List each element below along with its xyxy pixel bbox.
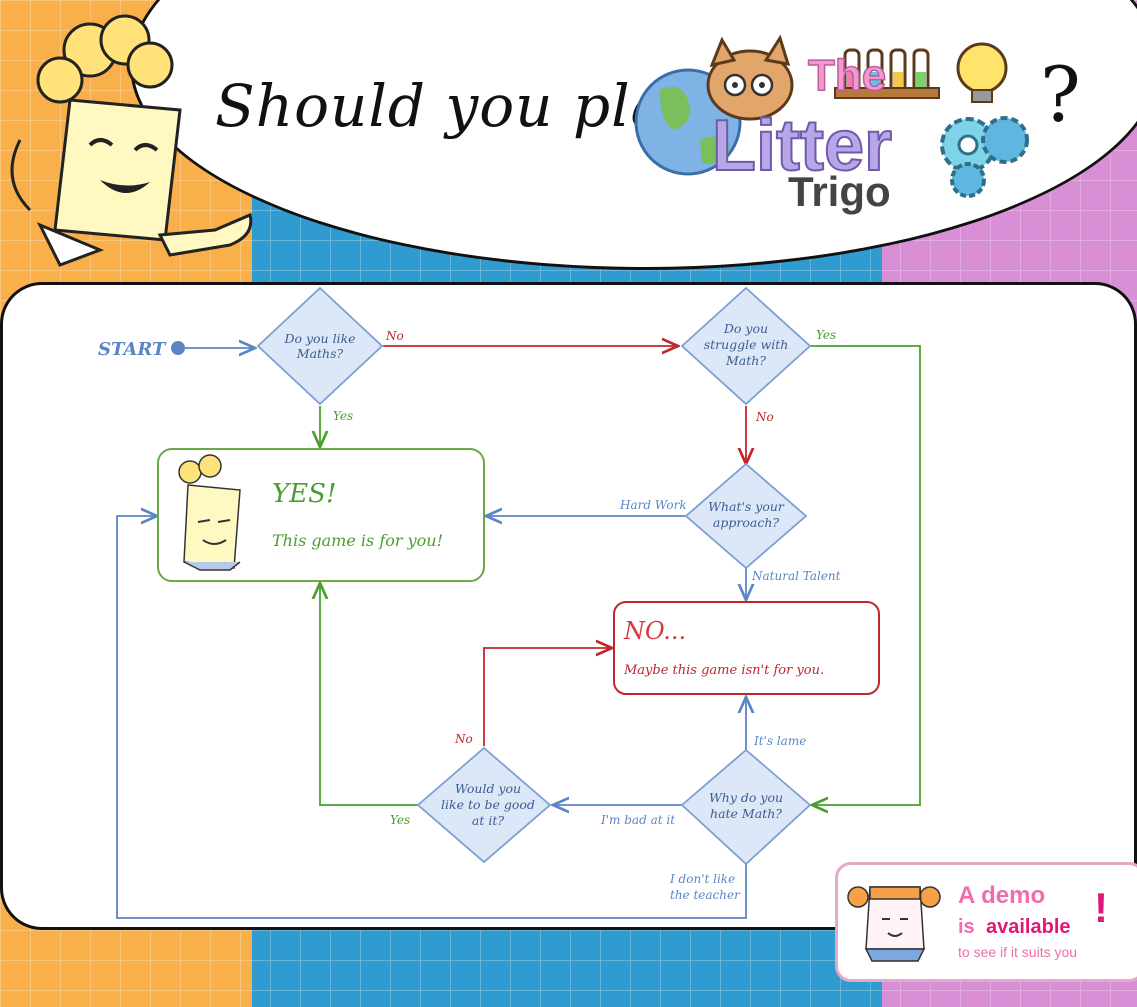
edge-teacher	[116, 516, 747, 919]
label-hard-work: Hard Work	[619, 498, 687, 512]
label-like-yes: Yes	[333, 409, 353, 423]
no-box-title: NO...	[623, 617, 686, 645]
yes-box	[157, 448, 485, 582]
question-mark: ?	[1040, 50, 1081, 139]
logo-litter: Litter	[712, 106, 892, 186]
decision-approach	[684, 462, 808, 570]
decision-good-at	[416, 746, 552, 864]
demo-exclamation: !	[1094, 884, 1108, 931]
label-its-lame: It's lame	[753, 734, 806, 748]
demo-line3: to see if it suits you	[958, 944, 1078, 960]
edge-good-no	[483, 648, 612, 746]
struggle-l3: Math?	[725, 353, 766, 368]
start-label: START	[98, 339, 167, 360]
decision-why-hate	[680, 748, 812, 866]
game-logo: The Litter	[634, 34, 1029, 198]
headline: Should you play	[215, 72, 700, 140]
label-struggle-yes: Yes	[816, 328, 836, 342]
no-box-text: Maybe this game isn't for you.	[623, 663, 824, 678]
label-bad-at-it: I'm bad at it	[600, 813, 675, 827]
yes-box-mascot	[178, 454, 241, 571]
decision-like-maths	[256, 286, 384, 406]
why-hate-l1: Why do you	[709, 790, 783, 805]
edge-good-yes	[320, 583, 418, 806]
yes-box-title: YES!	[272, 479, 336, 509]
label-natural-talent: Natural Talent	[751, 569, 841, 583]
like-maths-l1: Do you like	[283, 331, 355, 346]
start-dot	[171, 341, 185, 355]
like-maths-l2: Maths?	[296, 346, 344, 361]
demo-badge[interactable]	[835, 862, 1137, 982]
decision-struggle	[680, 286, 812, 406]
approach-l1: What's your	[708, 499, 785, 514]
demo-available: available	[986, 916, 1071, 938]
yes-box-text: This game is for you!	[272, 531, 443, 550]
struggle-l2: struggle with	[704, 337, 789, 352]
flowchart-card	[0, 282, 1137, 930]
logo-the: The	[808, 51, 886, 100]
good-at-l1: Would you	[455, 781, 521, 796]
why-hate-l2: hate Math?	[710, 806, 782, 821]
label-good-yes: Yes	[390, 813, 410, 827]
approach-l2: approach?	[713, 515, 779, 530]
demo-line1: A demo	[958, 882, 1046, 909]
label-like-no: No	[385, 329, 404, 343]
logo-trigo: Trigo	[788, 168, 891, 215]
mascot-character	[10, 14, 253, 267]
good-at-l2: like to be good	[441, 797, 535, 812]
edge-struggle-yes	[810, 345, 921, 805]
label-teacher-2: the teacher	[670, 888, 741, 902]
label-teacher-1: I don't like	[669, 872, 735, 886]
no-box	[613, 601, 880, 695]
label-struggle-no: No	[755, 410, 774, 424]
good-at-l3: at it?	[472, 813, 504, 828]
demo-is: is	[958, 916, 975, 938]
struggle-l1: Do you	[723, 321, 768, 336]
demo-girl-icon	[847, 886, 941, 962]
label-good-no: No	[454, 732, 473, 746]
